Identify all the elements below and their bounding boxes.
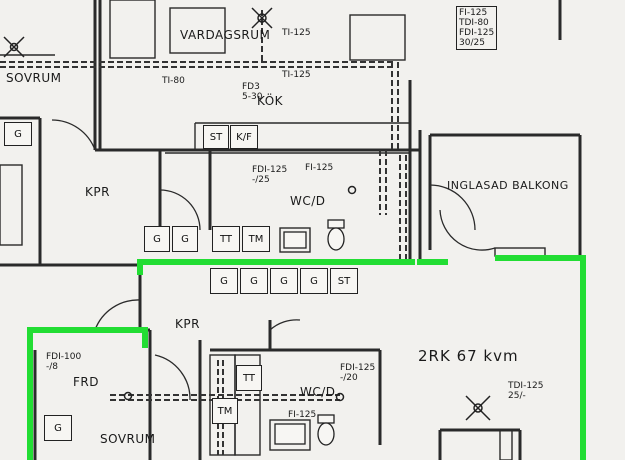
room-label-wcd-lower: WC/D xyxy=(300,385,336,399)
room-label-kpr-upper: KPR xyxy=(85,185,110,199)
tag-fdi125-upper: FDI-125 -/25 xyxy=(252,165,288,185)
walls xyxy=(0,0,582,460)
room-label-kok: KÖK xyxy=(257,94,284,108)
wardrobe-g-bottom-left: G xyxy=(44,415,72,441)
tag-ti80: TI-80 xyxy=(162,76,185,86)
washer-tm-upper: TM xyxy=(242,226,270,252)
tag-fd3: FD3 5-30 xyxy=(242,82,263,102)
wardrobe-g-hall-1: G xyxy=(144,226,170,252)
apartment-size-label: 2RK 67 kvm xyxy=(418,347,519,365)
tag-tdi125: TDI-125 25/- xyxy=(508,381,544,401)
room-label-sovrum-bottom: SOVRUM xyxy=(100,432,156,446)
wardrobe-g-row-1: G xyxy=(210,268,238,294)
tag-schedule-box: FI-125 TDI-80 FDI-125 30/25 xyxy=(456,6,498,50)
room-label-inglasad-balkong: INGLASAD BALKONG xyxy=(447,179,569,192)
tag-fdi100: FDI-100 -/8 xyxy=(46,352,82,372)
wardrobe-g-row-3: G xyxy=(270,268,298,294)
kitchen-stove-st: ST xyxy=(203,125,229,149)
fridge-kf: K/F xyxy=(230,125,258,149)
tag-fi125-lower: FI-125 xyxy=(288,410,317,420)
room-label-sovrum-top: SOVRUM xyxy=(6,71,62,85)
room-label-vardagsrum: VARDAGSRUM xyxy=(180,28,271,42)
room-label-kpr-lower: KPR xyxy=(175,317,200,331)
room-label-wcd-upper: WC/D xyxy=(290,194,326,208)
tag-fdi125-lower: FDI-125 -/20 xyxy=(340,363,376,383)
tag-fi125-upper: FI-125 xyxy=(305,163,334,173)
dryer-tt-lower: TT xyxy=(236,365,262,391)
washer-tm-lower: TM xyxy=(212,398,238,424)
sanitary-fixtures xyxy=(274,219,345,446)
thin-walls xyxy=(0,0,546,460)
room-label-frd: FRD xyxy=(73,375,99,389)
tag-ti125-top: TI-125 xyxy=(282,28,311,38)
wardrobe-g-top-left: G xyxy=(4,122,32,146)
tag-ti125-mid: TI-125 xyxy=(282,70,311,80)
diffuser-symbols xyxy=(3,7,491,421)
wardrobe-g-hall-2: G xyxy=(172,226,198,252)
storage-st-row: ST xyxy=(330,268,358,294)
green-highlight-walls xyxy=(27,255,586,460)
wardrobe-g-row-2: G xyxy=(240,268,268,294)
wardrobe-g-row-4: G xyxy=(300,268,328,294)
dryer-tt-upper: TT xyxy=(212,226,240,252)
door-swings xyxy=(51,119,496,401)
